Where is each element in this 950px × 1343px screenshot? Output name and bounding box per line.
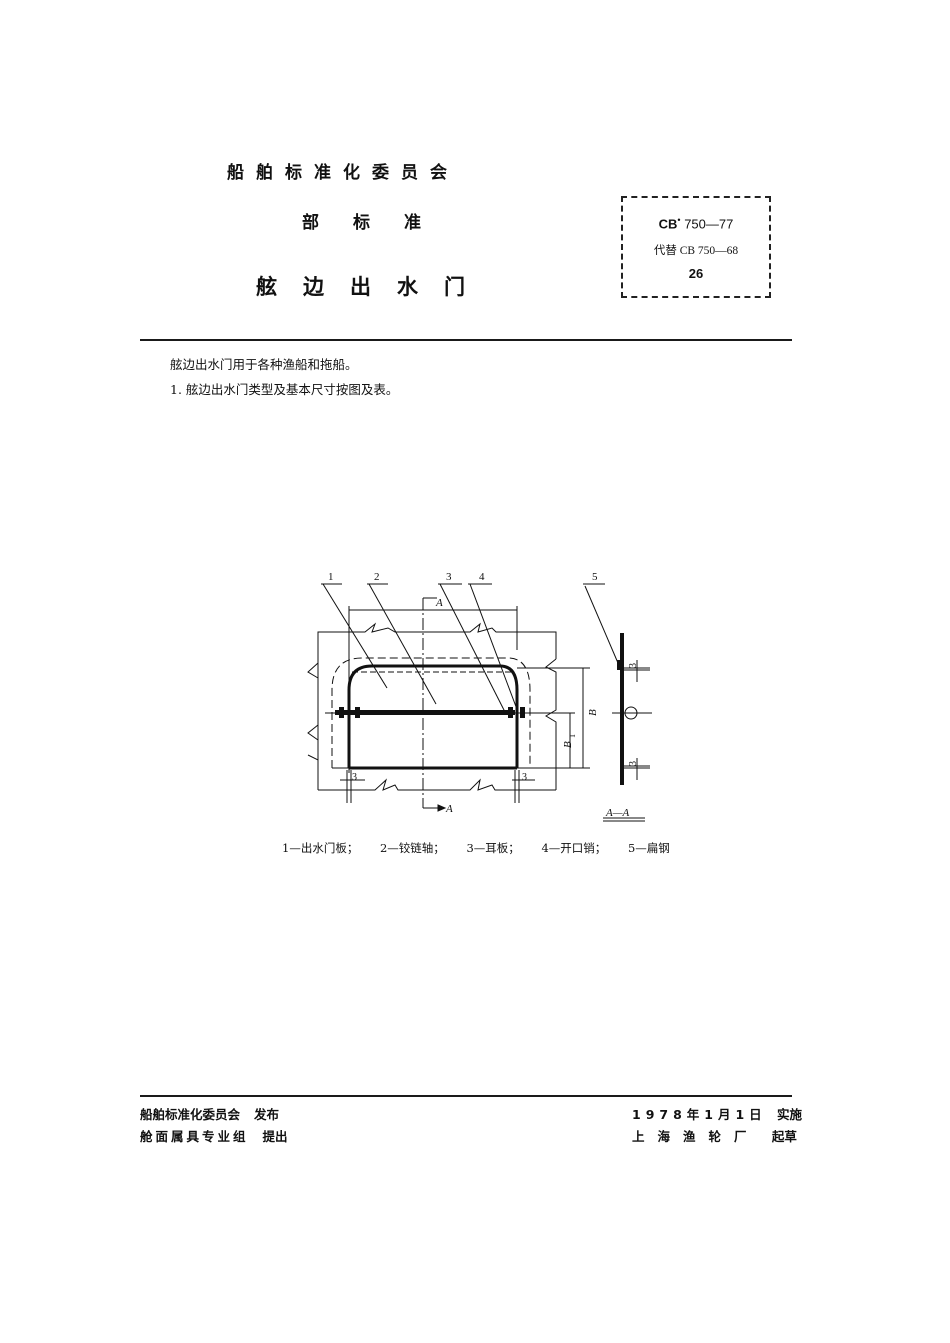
section-mark-top: A bbox=[435, 597, 443, 609]
legend-item-2: 2—铰链轴； bbox=[379, 841, 445, 855]
organization-title: 船舶标准化委员会 bbox=[227, 163, 459, 183]
clause-1-text: 1. 舷边出水门类型及基本尺寸按图及表。 bbox=[170, 382, 399, 397]
legend-item-5: 5—扁钢 bbox=[627, 841, 670, 855]
proposer-action: 提出 bbox=[262, 1129, 288, 1144]
leader-label-4: 4 bbox=[479, 571, 485, 583]
scupper-door-drawing: 1 2 3 4 5 A A 3 3 B B 1 3 3 A—A bbox=[307, 571, 652, 822]
footer-effective-line: 1978年1月1日 实施 bbox=[632, 1104, 802, 1123]
intro-text: 舷边出水门用于各种渔船和拖船。 bbox=[170, 357, 358, 372]
issuer-action: 发布 bbox=[254, 1107, 280, 1122]
leader-label-5: 5 bbox=[592, 571, 598, 583]
effective-action: 实施 bbox=[777, 1107, 803, 1122]
leader-label-1: 1 bbox=[328, 571, 334, 583]
header-rule bbox=[140, 339, 792, 341]
drafter-action: 起草 bbox=[771, 1129, 797, 1144]
issuer-name: 船舶标准化委员会 bbox=[140, 1107, 241, 1122]
dimension-B1-subscript: 1 bbox=[568, 734, 577, 738]
replaces-code: 代替 CB 750—68 bbox=[653, 245, 739, 257]
section-thickness-bottom: 3 bbox=[628, 761, 639, 766]
legend-item-1: 1—出水门板； bbox=[282, 841, 359, 855]
leader-label-2: 2 bbox=[374, 571, 380, 583]
dimension-B-label: B bbox=[587, 709, 599, 716]
legend-item-4: 4—开口销； bbox=[541, 841, 607, 855]
legend-item-3: 3—耳板； bbox=[466, 841, 520, 855]
page-number: 26 bbox=[688, 266, 704, 281]
thickness-label-right: 3 bbox=[522, 772, 527, 783]
leader-label-3: 3 bbox=[446, 571, 452, 583]
figure-legend: 1—出水门板； 2—铰链轴； 3—耳板； 4—开口销； 5—扁钢 bbox=[282, 840, 688, 856]
standard-code-box: CB• 750—77 代替 CB 750—68 26 bbox=[621, 196, 771, 298]
code-prefix: CB bbox=[658, 216, 678, 232]
code-mark: • bbox=[677, 215, 681, 225]
standard-type: 部标准 bbox=[302, 213, 455, 233]
thickness-label-left: 3 bbox=[352, 772, 357, 783]
proposer-name: 舱面属具专业组 bbox=[140, 1129, 249, 1144]
drafter-name: 上海渔轮厂 bbox=[632, 1129, 760, 1144]
section-view-label: A—A bbox=[605, 807, 630, 819]
dimension-B1-label: B bbox=[562, 741, 574, 748]
section-thickness-top: 3 bbox=[628, 663, 639, 668]
effective-date: 1978年1月1日 bbox=[632, 1107, 767, 1122]
footer-drafter-line: 上海渔轮厂 起草 bbox=[632, 1126, 797, 1145]
footer-proposer-line: 舱面属具专业组提出 bbox=[140, 1126, 288, 1145]
standard-code: CB• 750—77 bbox=[623, 215, 769, 231]
footer-issuer-line: 船舶标准化委员会发布 bbox=[140, 1104, 279, 1123]
footer-rule bbox=[140, 1095, 792, 1097]
code-number: 750—77 bbox=[684, 216, 734, 232]
section-mark-bottom: A bbox=[445, 803, 453, 815]
document-title: 舷边出水门 bbox=[256, 275, 491, 299]
